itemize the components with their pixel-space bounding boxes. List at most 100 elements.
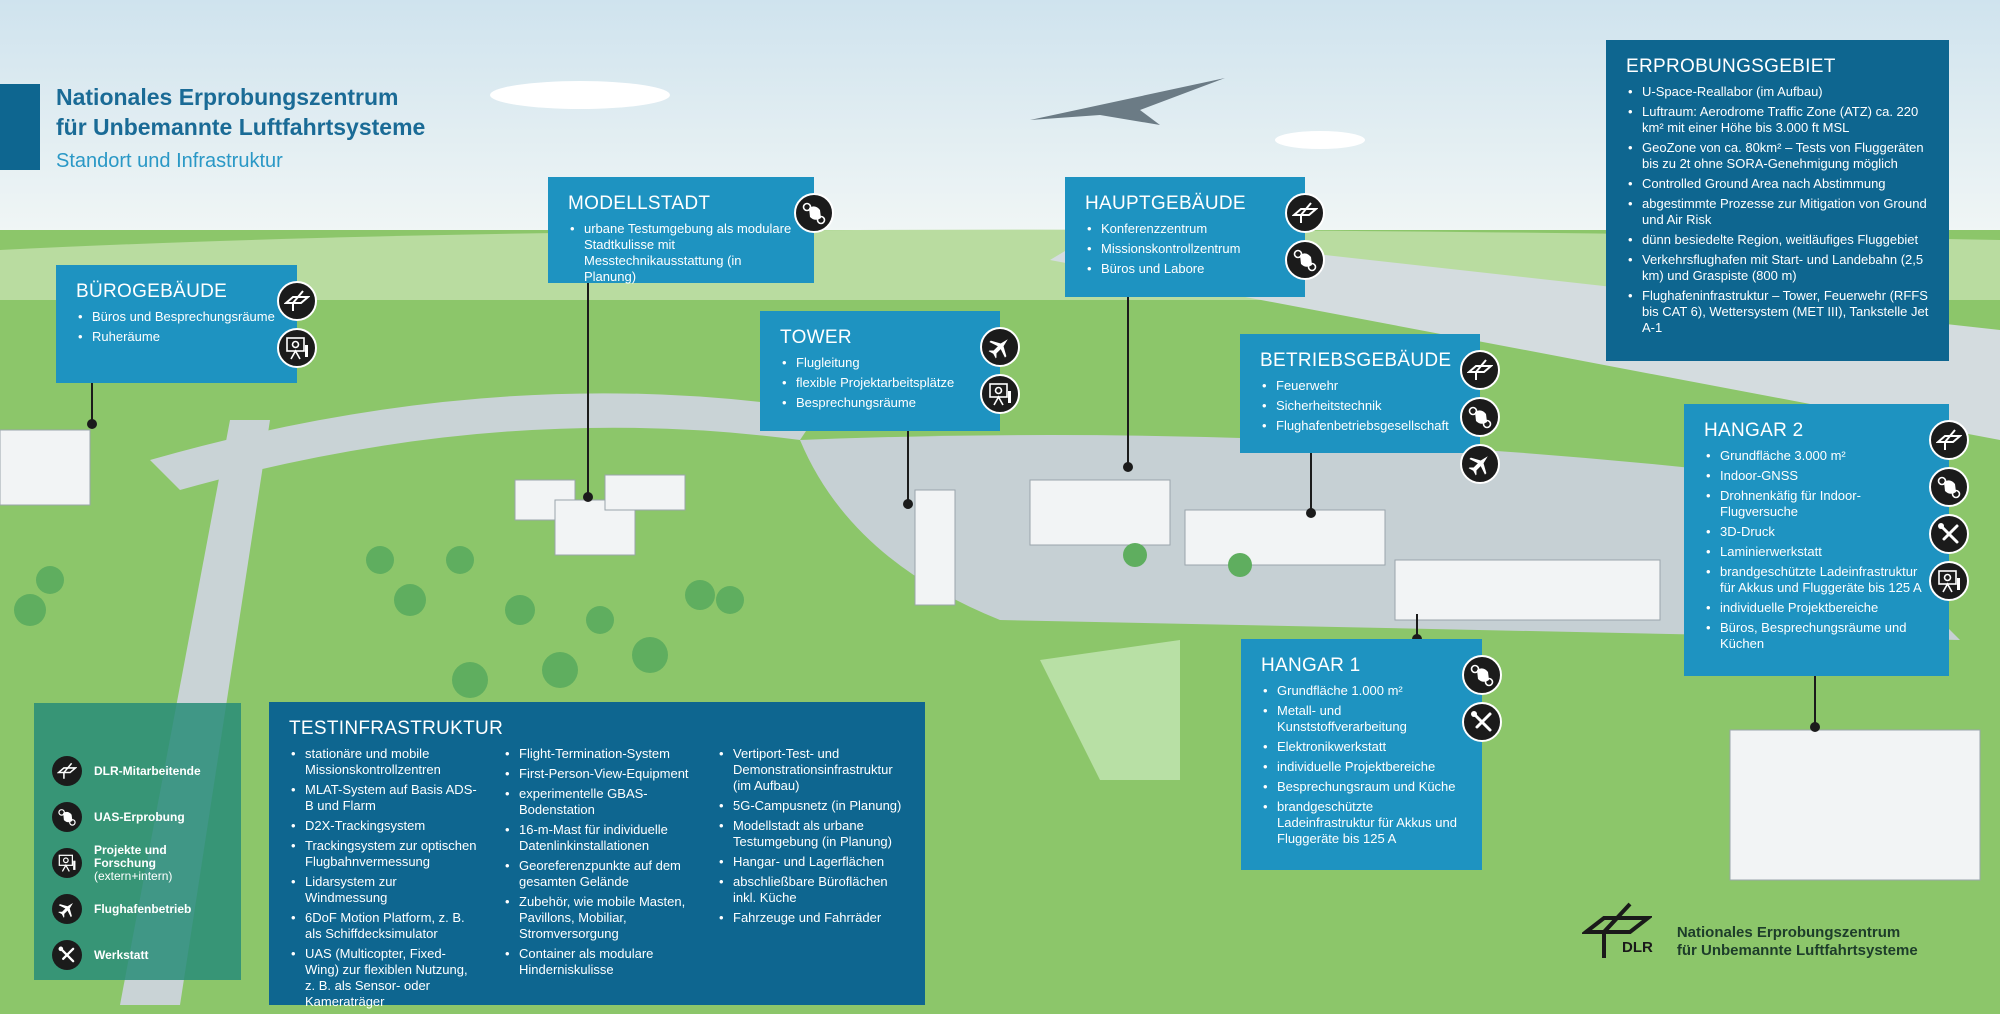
- info-box-hauptgebaeude: HAUPTGEBÄUDE KonferenzzentrumMissionskont…: [1065, 177, 1325, 297]
- uas-drone-icon: [1460, 397, 1500, 437]
- haupt-title: HAUPTGEBÄUDE: [1085, 193, 1246, 214]
- uas-drone-icon: [1293, 249, 1317, 272]
- hangar2-title: HANGAR 2: [1704, 420, 1804, 441]
- list-item: Drohnenkäfig für Indoor-Flugversuche: [1704, 488, 1929, 520]
- title-accent-bar: [0, 84, 40, 170]
- list-item: Lidarsystem zur Windmessung: [289, 874, 477, 906]
- list-item: Georeferenzpunkte auf dem gesamten Gelän…: [503, 858, 691, 890]
- page-title-line2: für Unbemannte Luftfahrtsysteme: [56, 114, 426, 140]
- list-item: experimentelle GBAS-Bodenstation: [503, 786, 691, 818]
- projector-presentation-icon: [1929, 561, 1969, 601]
- leader-buero: [87, 383, 97, 429]
- leader-hangar2: [1810, 676, 1820, 732]
- list-item: Büros und Besprechungsräume: [76, 309, 277, 325]
- buero-title: BÜROGEBÄUDE: [76, 281, 228, 302]
- list-item: dünn besiedelte Region, weitläufiges Flu…: [1626, 232, 1929, 248]
- projector-presentation-icon: [1938, 570, 1960, 593]
- uas-drone-icon: [1462, 655, 1502, 695]
- list-item: flexible Projektarbeitsplätze: [780, 375, 980, 391]
- projector-presentation-icon: [980, 374, 1020, 414]
- dlr-people-icon: [1292, 202, 1318, 223]
- buero-list: Büros und BesprechungsräumeRuheräume: [76, 309, 277, 345]
- dlr-logo-icon: [1582, 902, 1652, 958]
- info-box-buerogebaeude: BÜROGEBÄUDE Büros und BesprechungsräumeRu…: [56, 265, 317, 383]
- list-item: U-Space-Reallabor (im Aufbau): [1626, 84, 1929, 100]
- uas-drone-icon: [802, 202, 826, 225]
- haupt-list: KonferenzzentrumMissionskontrollzentrumB…: [1085, 221, 1285, 277]
- legend-item: Werkstatt: [52, 937, 223, 973]
- wrench-screwdriver-icon: [1462, 702, 1502, 742]
- list-item: urbane Testumgebung als modulare Stadtku…: [568, 221, 794, 285]
- list-item: Hangar- und Lagerflächen: [717, 854, 905, 870]
- legend-label: DLR-Mitarbeitende: [94, 763, 201, 778]
- info-box-betriebsgebaeude: BETRIEBSGEBÄUDEFeuerwehrSicherheitstechn…: [1240, 334, 1500, 484]
- uas-drone-icon: [1468, 406, 1492, 429]
- list-item: Flughafeninfrastruktur – Tower, Feuerweh…: [1626, 288, 1929, 336]
- legend-label-text: UAS-Erprobung: [94, 809, 185, 824]
- info-box-hangar2: HANGAR 2 Grundfläche 3.000 m²Indoor-GNSSD…: [1684, 404, 1969, 676]
- dlr-people-icon: [1929, 420, 1969, 460]
- tower-title: TOWER: [780, 327, 852, 348]
- projector-presentation-icon: [277, 328, 317, 368]
- legend-item: DLR-Mitarbeitende: [52, 753, 223, 789]
- list-item: Trackingsystem zur optischen Flugbahnver…: [289, 838, 477, 870]
- modellstadt-list: urbane Testumgebung als modulare Stadtku…: [568, 221, 794, 285]
- list-item: brandgeschützte Ladeinfrastruktur für Ak…: [1704, 564, 1929, 596]
- list-item: Container als modulare Hinderniskulisse: [503, 946, 691, 978]
- list-item: D2X-Trackingsystem: [289, 818, 477, 834]
- dlr-people-icon: [1467, 359, 1493, 380]
- hangar1-list: Grundfläche 1.000 m²Metall- und Kunststo…: [1261, 683, 1462, 847]
- list-item: GeoZone von ca. 80km² – Tests von Flugge…: [1626, 140, 1929, 172]
- hangar1-title: HANGAR 1: [1261, 655, 1361, 676]
- legend-label-text: DLR-Mitarbeitende: [94, 763, 201, 778]
- list-item: abgestimmte Prozesse zur Mitigation von …: [1626, 196, 1929, 228]
- list-item: Konferenzzentrum: [1085, 221, 1285, 237]
- list-item: Flugleitung: [780, 355, 980, 371]
- betrieb-list: FeuerwehrSicherheitstechnikFlughafenbetr…: [1260, 378, 1460, 434]
- list-item: 6DoF Motion Platform, z. B. als Schiffde…: [289, 910, 477, 942]
- list-item: UAS (Multicopter, Fixed-Wing) zur flexib…: [289, 946, 477, 1010]
- page-title-line1: Nationales Erprobungszentrum: [56, 84, 399, 110]
- uas-drone-icon: [58, 809, 76, 826]
- legend-label: Flughafenbetrieb: [94, 902, 191, 916]
- airplane-icon: [1460, 444, 1500, 484]
- list-item: Grundfläche 3.000 m²: [1704, 448, 1929, 464]
- legend-label-text: Werkstatt: [94, 947, 149, 962]
- uas-drone-icon: [1937, 476, 1961, 499]
- list-item: Ruheräume: [76, 329, 277, 345]
- leader-haupt: [1123, 297, 1133, 472]
- testinfra-column: stationäre und mobile Missionskontrollze…: [289, 746, 477, 1014]
- list-item: Modellstadt als urbane Testumgebung (in …: [717, 818, 905, 850]
- list-item: MLAT-System auf Basis ADS-B und Flarm: [289, 782, 477, 814]
- info-box-testinfrastruktur: TESTINFRASTRUKTUR stationäre und mobile …: [269, 702, 925, 1009]
- info-box-hangar1: HANGAR 1 Grundfläche 1.000 m²Metall- und …: [1241, 639, 1502, 870]
- legend-label: Werkstatt: [94, 947, 149, 962]
- list-item: brandgeschützte Ladeinfrastruktur für Ak…: [1261, 799, 1462, 847]
- list-item: Luftraum: Aerodrome Traffic Zone (ATZ) c…: [1626, 104, 1929, 136]
- airplane-icon: [988, 339, 1008, 359]
- wrench-screwdriver-icon: [1929, 514, 1969, 554]
- projector-presentation-icon: [58, 854, 76, 872]
- legend-item: Flughafenbetrieb: [52, 891, 223, 927]
- list-item: individuelle Projektbereiche: [1261, 759, 1462, 775]
- uas-drone-icon: [1470, 664, 1494, 687]
- modellstadt-title: MODELLSTADT: [568, 193, 711, 214]
- list-item: Büros und Labore: [1085, 261, 1285, 277]
- list-item: Controlled Ground Area nach Abstimmung: [1626, 176, 1929, 192]
- projector-presentation-icon: [52, 848, 82, 878]
- dlr-people-icon: [1936, 429, 1962, 450]
- uas-drone-icon: [52, 802, 82, 832]
- hangar2-list: Grundfläche 3.000 m²Indoor-GNSSDrohnenkä…: [1704, 448, 1929, 652]
- list-item: individuelle Projektbereiche: [1704, 600, 1929, 616]
- uas-drone-icon: [794, 193, 834, 233]
- list-item: Laminierwerkstatt: [1704, 544, 1929, 560]
- dlr-people-icon: [57, 762, 77, 779]
- list-item: Sicherheitstechnik: [1260, 398, 1460, 414]
- list-item: abschließbare Büroflächen inkl. Küche: [717, 874, 905, 906]
- gebiet-title: ERPROBUNGSGEBIET: [1626, 56, 1836, 77]
- legend-item: Projekte und Forschung(extern+intern): [52, 843, 223, 882]
- list-item: Verkehrsflughafen mit Start- und Landeba…: [1626, 252, 1929, 284]
- testinfra-column: Flight-Termination-SystemFirst-Person-Vi…: [503, 746, 691, 1014]
- list-item: Vertiport-Test- und Demonstrationsinfras…: [717, 746, 905, 794]
